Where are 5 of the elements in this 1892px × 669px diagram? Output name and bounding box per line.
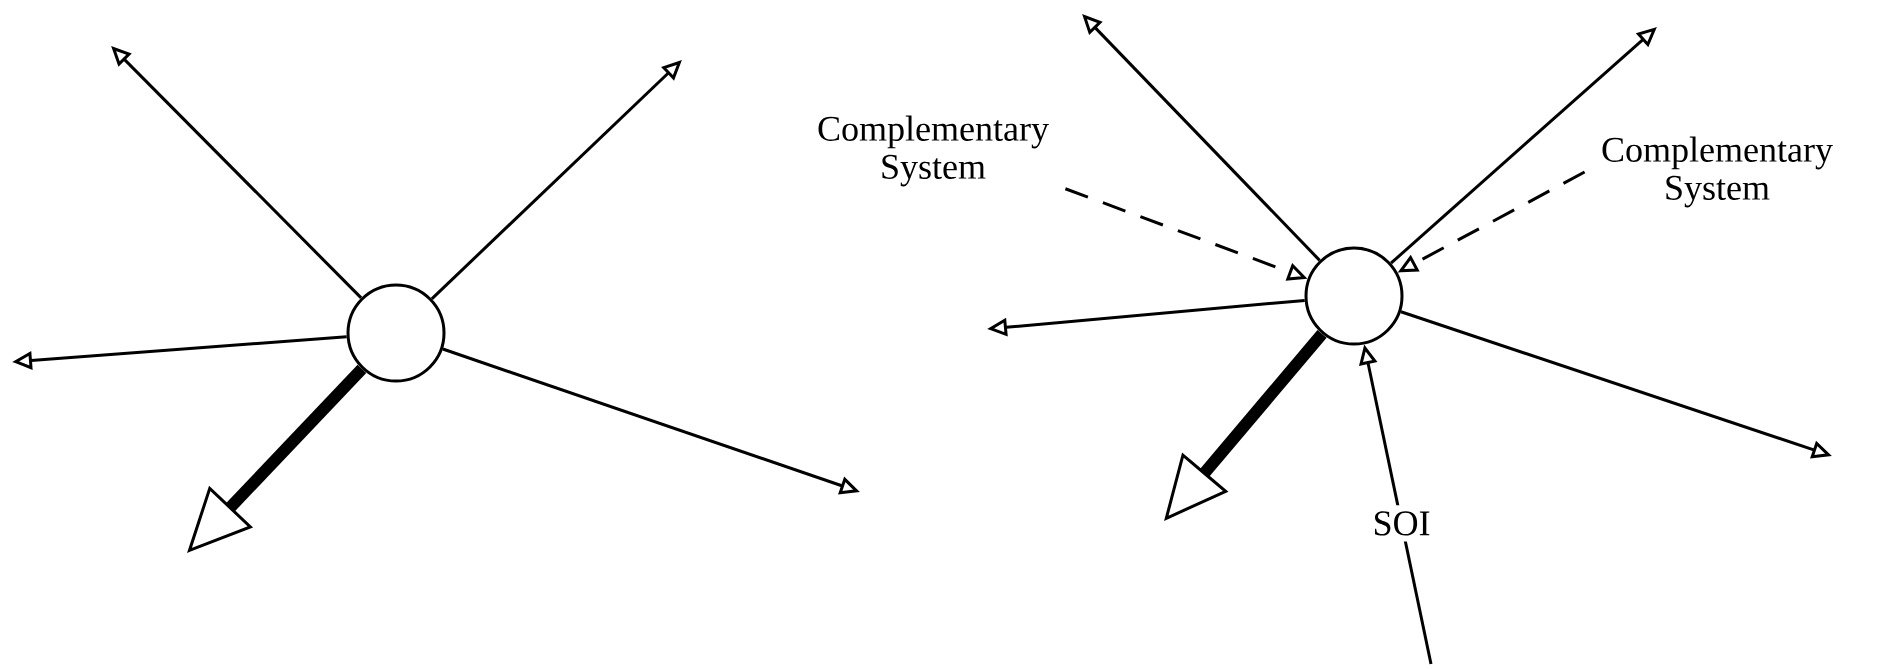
circle (1304, 246, 1404, 346)
text-label: Complementary System (818, 115, 1049, 187)
text-label: Complementary System (1602, 136, 1833, 208)
edge-label: SOI (1366, 505, 1437, 542)
circle (346, 283, 446, 383)
